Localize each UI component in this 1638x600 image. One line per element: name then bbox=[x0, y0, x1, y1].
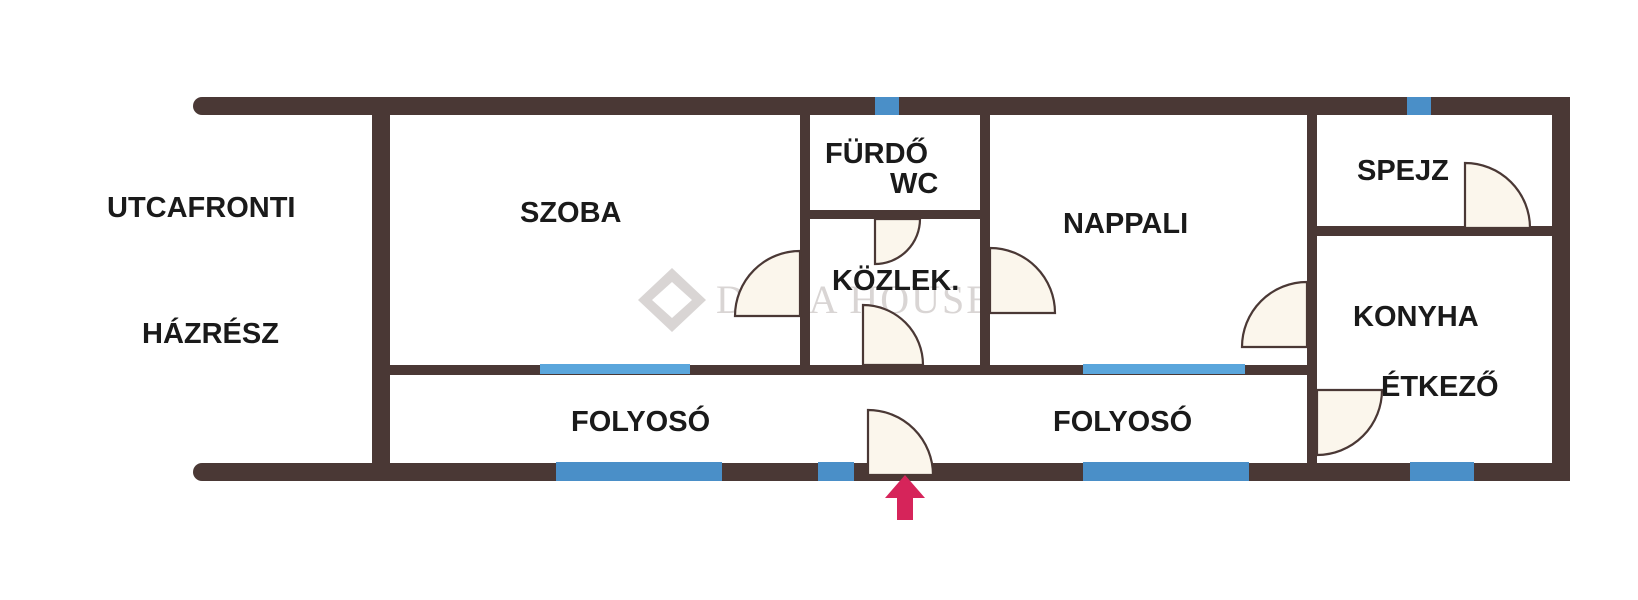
window-bottom-4 bbox=[1410, 462, 1474, 481]
wall-bath-bottom bbox=[810, 210, 980, 219]
door-szoba bbox=[733, 249, 802, 318]
window-bottom-3 bbox=[1083, 462, 1249, 481]
label-folyoso-left: FOLYOSÓ bbox=[571, 404, 710, 438]
window-bottom-1 bbox=[556, 462, 722, 481]
label-spejz: SPEJZ bbox=[1357, 155, 1449, 187]
label-szoba: SZOBA bbox=[520, 197, 622, 229]
window-top-bath bbox=[875, 97, 899, 115]
door-bath bbox=[873, 217, 922, 266]
wall-nappali-right bbox=[1307, 115, 1317, 463]
label-hazresz: HÁZRÉSZ bbox=[142, 316, 279, 350]
label-etkezo: ÉTKEZŐ bbox=[1381, 369, 1499, 403]
watermark-logo-icon bbox=[638, 268, 706, 332]
wall-bath-right bbox=[980, 115, 990, 365]
door-kozlek-bottom bbox=[861, 303, 925, 367]
door-spejz bbox=[1463, 161, 1532, 230]
window-bottom-2 bbox=[818, 462, 854, 481]
label-furdo: FÜRDŐ bbox=[825, 136, 928, 170]
label-folyoso-right: FOLYOSÓ bbox=[1053, 404, 1192, 438]
label-konyha: KONYHA bbox=[1353, 301, 1479, 333]
door-konyha bbox=[1315, 388, 1384, 457]
watermark: DUNA HOUSE ® bbox=[638, 256, 1020, 332]
doors bbox=[733, 161, 1532, 477]
wall-szoba-right bbox=[800, 115, 810, 365]
window-nappali bbox=[1083, 364, 1245, 374]
window-szoba bbox=[540, 364, 690, 374]
arrow-up-icon bbox=[885, 475, 925, 520]
label-wc: WC bbox=[890, 168, 938, 200]
windows bbox=[540, 97, 1474, 481]
wall-spejz-bottom bbox=[1317, 226, 1552, 236]
label-nappali: NAPPALI bbox=[1063, 208, 1188, 240]
wall-left-divider bbox=[372, 97, 390, 463]
wall-right bbox=[1552, 97, 1570, 481]
door-nappali-left bbox=[988, 246, 1057, 315]
door-nappali-right bbox=[1240, 280, 1309, 349]
window-top-spejz bbox=[1407, 97, 1431, 115]
wall-corridor bbox=[390, 365, 1314, 375]
label-kozlek: KÖZLEK. bbox=[832, 264, 959, 297]
room-labels: UTCAFRONTI HÁZRÉSZ SZOBA FÜRDŐ WC KÖZLEK… bbox=[107, 136, 1499, 438]
door-entrance bbox=[866, 408, 935, 477]
label-utcafronti: UTCAFRONTI bbox=[107, 192, 295, 224]
